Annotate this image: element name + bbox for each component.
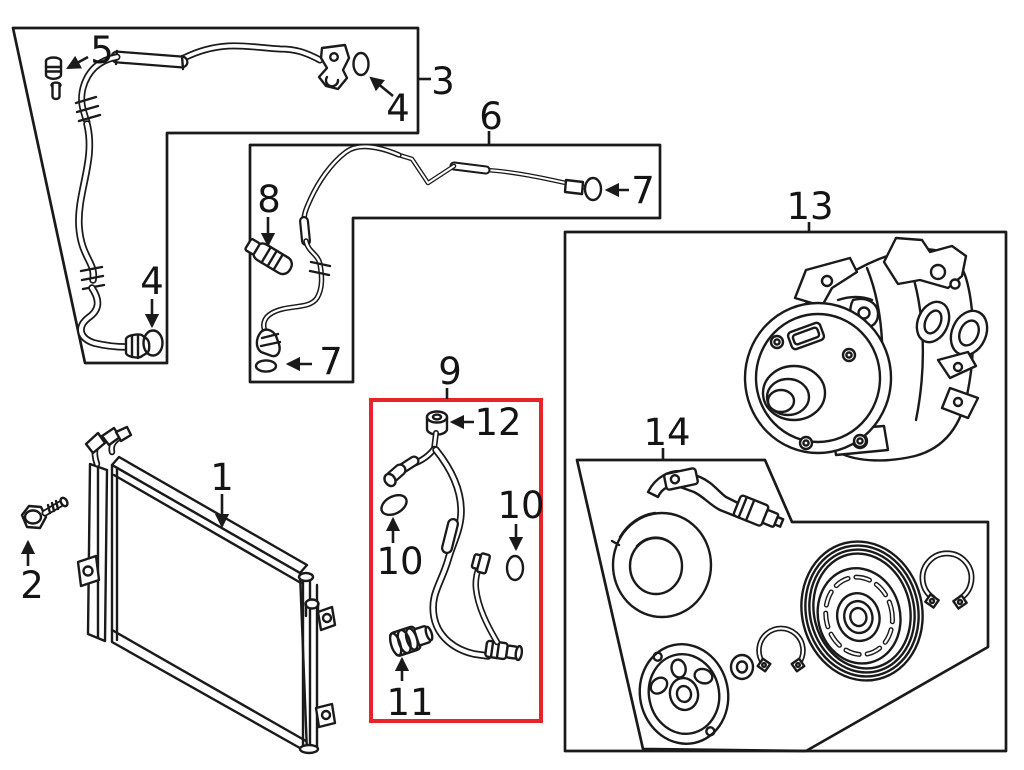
callout-9-hose-highlighted[interactable]: 9: [438, 350, 462, 393]
callout-8-switch[interactable]: 8: [257, 178, 281, 221]
callout-1-condenser[interactable]: 1: [210, 456, 234, 499]
pressure-switch: [244, 238, 294, 276]
clutch-kit-box: [575, 458, 990, 753]
callout-10-oring-left[interactable]: 10: [376, 540, 423, 583]
callout-4-oring-top[interactable]: 4: [386, 87, 410, 130]
pulley: [800, 540, 924, 682]
callout-5-valve-cap[interactable]: 5: [90, 29, 114, 72]
bolt-group: [20, 496, 69, 530]
clutch-kit-box-group: [575, 458, 990, 753]
compressor-box-group: [563, 230, 1008, 753]
clutch-plate: [638, 643, 730, 745]
callout-7-oring-right[interactable]: 7: [631, 169, 655, 212]
hose-end-fitting: [484, 639, 524, 662]
hose-assembly-box-group: [244, 143, 662, 384]
branch-fitting-head: [470, 552, 492, 575]
callout-14-clutch-kit[interactable]: 14: [643, 411, 690, 454]
callout-10-oring-right[interactable]: 10: [497, 484, 544, 527]
callout-11-service-valve[interactable]: 11: [386, 681, 433, 724]
coil-connector: [732, 494, 785, 528]
callout-labels: 1 2 3 4 4 5 6 7 7 8 9 10 10 11 12 13 14: [20, 29, 833, 724]
highlight-box[interactable]: [369, 398, 543, 723]
grommet: [425, 410, 449, 436]
callout-6-hose-assembly[interactable]: 6: [479, 95, 503, 138]
snap-ring-small: [756, 625, 806, 673]
callout-3-pipe-assembly[interactable]: 3: [431, 60, 455, 103]
callout-12-grommet[interactable]: 12: [474, 401, 521, 444]
service-valve: [388, 625, 434, 657]
highlighted-hose-group: [369, 398, 543, 723]
pipe-assembly-box-group: [11, 26, 420, 365]
condenser-group: [76, 425, 337, 755]
callout-arrows: [20, 55, 811, 681]
washer: [729, 653, 755, 681]
callout-2-bolt[interactable]: 2: [20, 564, 44, 607]
snap-ring-large: [919, 550, 975, 610]
callout-13-compressor[interactable]: 13: [786, 185, 833, 228]
pipe-assembly-box: [11, 26, 420, 365]
callout-7-oring-bottom[interactable]: 7: [319, 340, 343, 383]
compressor-art: [743, 236, 989, 462]
hose-assembly-box: [248, 143, 662, 384]
field-coil: [610, 467, 785, 619]
callout-4-oring-left[interactable]: 4: [140, 260, 164, 303]
